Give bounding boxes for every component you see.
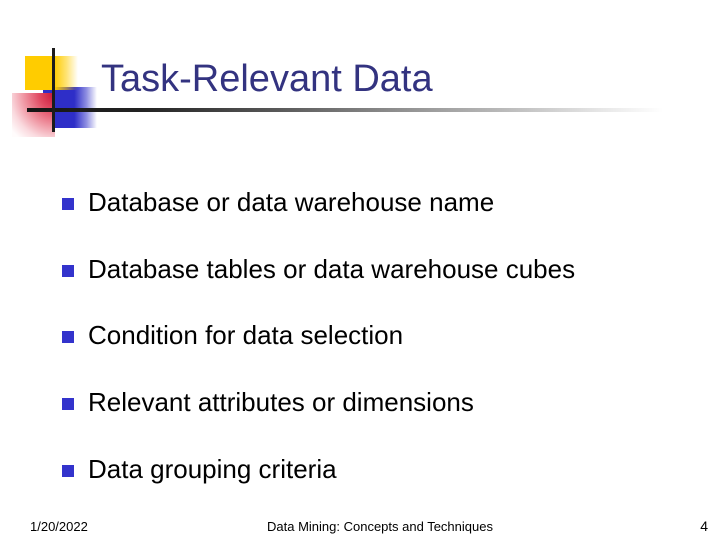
bullet-item: Data grouping criteria	[62, 453, 702, 520]
bullet-list: Database or data warehouse name Database…	[62, 186, 702, 519]
bullet-square-icon	[62, 464, 74, 477]
title-underline-rule	[27, 108, 663, 112]
bullet-square-icon	[62, 198, 74, 210]
bullet-square-icon	[62, 264, 74, 277]
decoration-pink-square-icon	[12, 93, 55, 137]
decoration-vertical-line	[52, 48, 55, 132]
bullet-text: Database tables or data warehouse cubes	[88, 253, 576, 284]
footer-date: 1/20/2022	[30, 519, 88, 534]
bullet-text: Database or data warehouse name	[88, 187, 495, 217]
bullet-square-icon	[62, 398, 74, 411]
bullet-text: Relevant attributes or dimensions	[88, 387, 474, 418]
bullet-item: Database tables or data warehouse cubes	[62, 253, 702, 320]
bullet-text: Condition for data selection	[88, 320, 404, 351]
bullet-item: Relevant attributes or dimensions	[62, 386, 702, 453]
footer-page-number: 4	[700, 518, 708, 534]
bullet-text: Data grouping criteria	[88, 453, 337, 484]
bullet-item: Condition for data selection	[62, 319, 702, 386]
footer-title: Data Mining: Concepts and Techniques	[267, 519, 493, 534]
bullet-item: Database or data warehouse name	[62, 186, 702, 253]
decoration-yellow-square-icon	[25, 56, 78, 90]
slide-title: Task-Relevant Data	[101, 58, 433, 100]
bullet-square-icon	[62, 331, 74, 344]
